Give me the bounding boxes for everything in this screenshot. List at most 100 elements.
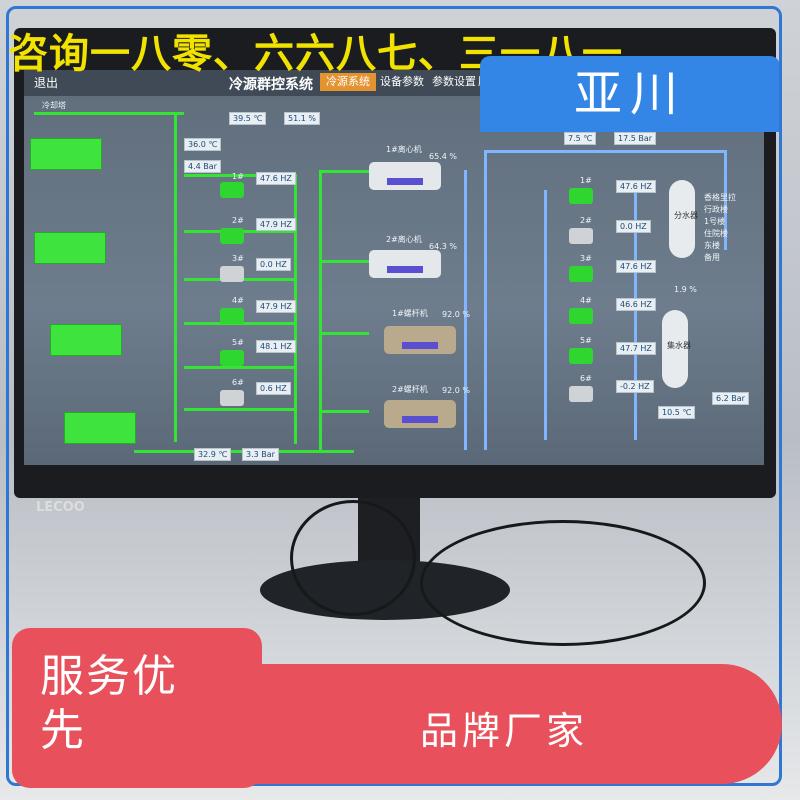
pipe (184, 408, 294, 411)
brand-badge: 亚川 (480, 56, 780, 132)
pump-icon[interactable] (569, 348, 593, 364)
tank-mid-value: 1.9 % (674, 285, 697, 294)
pump-icon[interactable] (220, 182, 244, 198)
pipe (184, 174, 294, 177)
cable (290, 500, 416, 616)
bottom-pressure: 3.3 Bar (242, 448, 279, 461)
pump-freq: 47.6 HZ (616, 180, 656, 193)
pump-freq: 47.6 HZ (616, 260, 656, 273)
branch-label[interactable]: 1号楼 (704, 217, 726, 226)
cooling-tower (34, 232, 106, 264)
pump-name: 5# (232, 338, 244, 347)
pump-freq: 0.6 HZ (256, 382, 291, 395)
pump-name: 2# (232, 216, 244, 225)
chiller-icon[interactable] (384, 326, 456, 354)
brand-factory-text: 品牌厂家 (420, 709, 589, 753)
chiller-load: 64.3 % (429, 242, 457, 251)
tank-label: 集水器 (667, 341, 691, 350)
tab-device-params[interactable]: 设备参数 (380, 75, 424, 88)
pump-icon[interactable] (220, 266, 244, 282)
top-right-value: 7.5 ℃ (564, 132, 597, 145)
pump-name: 6# (232, 378, 244, 387)
pipe (319, 170, 322, 450)
right-pressure: 6.2 Bar (712, 392, 749, 405)
chiller-name: 1#螺杆机 (392, 309, 428, 318)
tab-cold-source[interactable]: 冷源系统 (320, 73, 376, 91)
right-temp: 10.5 ℃ (658, 406, 696, 419)
branch-label[interactable]: 东楼 (704, 241, 720, 250)
pump-freq: 0.0 HZ (616, 220, 651, 233)
header-value: 39.5 ℃ (229, 112, 267, 125)
system-title: 冷源群控系统 (229, 77, 313, 93)
exit-button[interactable]: 退出 (34, 76, 59, 90)
pipe (319, 410, 369, 413)
tower-section-label: 冷却塔 (42, 101, 66, 110)
chiller-load: 92.0 % (442, 310, 470, 319)
pipe (634, 190, 637, 440)
branch-label[interactable]: 香格里拉 (704, 193, 736, 202)
pipe (484, 150, 487, 450)
branch-label[interactable]: 行政楼 (704, 205, 728, 214)
cooling-tower (30, 138, 102, 170)
pump-icon[interactable] (220, 228, 244, 244)
pump-icon[interactable] (569, 266, 593, 282)
pump-freq: 46.6 HZ (616, 298, 656, 311)
chiller-load: 92.0 % (442, 386, 470, 395)
cooling-tower (50, 324, 122, 356)
pump-icon[interactable] (569, 308, 593, 324)
tab-param-settings[interactable]: 参数设置 (432, 75, 476, 88)
pump-name: 6# (580, 374, 592, 383)
cable (420, 520, 706, 646)
pump-name: 2# (580, 216, 592, 225)
pump-name: 4# (580, 296, 592, 305)
pump-freq: 47.9 HZ (256, 300, 296, 313)
chiller-icon[interactable] (369, 250, 441, 278)
pump-icon[interactable] (220, 350, 244, 366)
pump-icon[interactable] (569, 228, 593, 244)
pump-name: 3# (232, 254, 244, 263)
branch-label[interactable]: 备用 (704, 253, 720, 262)
pipe (319, 332, 369, 335)
chiller-name: 1#离心机 (386, 145, 422, 154)
image-frame (6, 6, 782, 786)
chiller-load: 65.4 % (429, 152, 457, 161)
chiller-icon[interactable] (384, 400, 456, 428)
service-first-text: 服务优先 (40, 651, 178, 756)
pipe (184, 366, 294, 369)
pump-icon[interactable] (220, 308, 244, 324)
ribbon-right (214, 664, 782, 784)
top-right-value: 17.5 Bar (614, 132, 657, 145)
branch-label[interactable]: 住院楼 (704, 229, 728, 238)
pipe (544, 190, 547, 440)
chiller-icon[interactable] (369, 162, 441, 190)
pipe (319, 170, 369, 173)
pump-name: 1# (580, 176, 592, 185)
pipe (174, 112, 177, 442)
pump-name: 5# (580, 336, 592, 345)
header-value: 51.1 % (284, 112, 320, 125)
pump-freq: 47.7 HZ (616, 342, 656, 355)
left-temp: 36.0 ℃ (184, 138, 222, 151)
ribbon-left (12, 628, 262, 788)
chiller-name: 2#螺杆机 (392, 385, 428, 394)
pump-name: 3# (580, 254, 592, 263)
pump-freq: -0.2 HZ (616, 380, 654, 393)
scada-screen: 冷却塔 39.5 ℃ 51.1 % 7.5 ℃ 17.5 Bar 36.0 ℃ … (24, 70, 764, 465)
monitor-logo: LECOO (36, 500, 85, 515)
pump-freq: 47.9 HZ (256, 218, 296, 231)
pump-name: 1# (232, 172, 244, 181)
pipe (34, 112, 184, 115)
cooling-tower (64, 412, 136, 444)
distributor-tank (669, 180, 695, 258)
tank-label: 分水器 (674, 211, 698, 220)
pump-icon[interactable] (569, 188, 593, 204)
pump-icon[interactable] (220, 390, 244, 406)
pipe (484, 150, 724, 153)
pump-freq: 48.1 HZ (256, 340, 296, 353)
pump-name: 4# (232, 296, 244, 305)
pump-icon[interactable] (569, 386, 593, 402)
pipe (724, 150, 727, 250)
pump-freq: 47.6 HZ (256, 172, 296, 185)
left-pressure: 4.4 Bar (184, 160, 221, 173)
collector-tank (662, 310, 688, 388)
